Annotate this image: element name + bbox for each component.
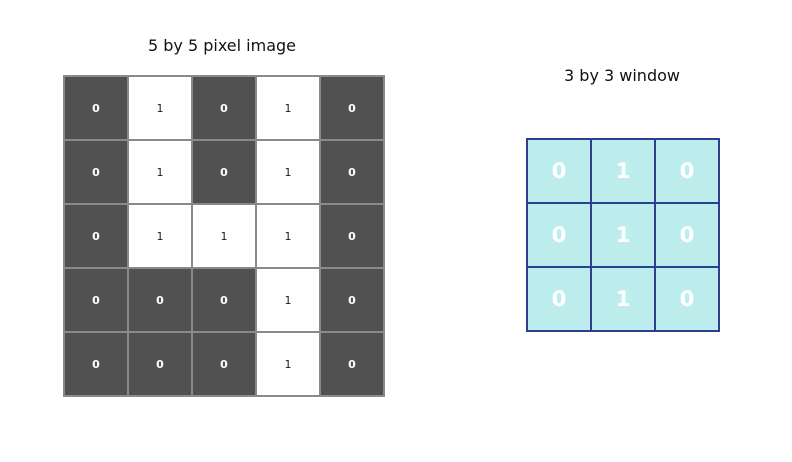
image-cell: 0: [192, 140, 256, 204]
image-cell: 0: [320, 140, 384, 204]
window-cell: 0: [527, 203, 591, 267]
window-cell: 0: [655, 139, 719, 203]
window-title: 3 by 3 window: [564, 66, 680, 85]
image-cell: 0: [192, 332, 256, 396]
window-cell: 0: [655, 267, 719, 331]
image-cell: 1: [256, 204, 320, 268]
image-cell: 0: [64, 332, 128, 396]
image-cell: 0: [64, 76, 128, 140]
image-cell: 1: [256, 268, 320, 332]
image-cell: 0: [320, 332, 384, 396]
image-cell: 0: [192, 76, 256, 140]
image-cell: 0: [320, 76, 384, 140]
image-cell: 0: [320, 204, 384, 268]
image-cell: 0: [128, 268, 192, 332]
image-cell: 1: [192, 204, 256, 268]
image-cell: 1: [128, 76, 192, 140]
image-title: 5 by 5 pixel image: [147, 36, 297, 55]
image-cell: 0: [192, 268, 256, 332]
window-cell: 1: [591, 267, 655, 331]
image-cell: 1: [256, 140, 320, 204]
image-cell: 0: [320, 268, 384, 332]
image-cell: 0: [64, 140, 128, 204]
image-cell: 0: [64, 268, 128, 332]
window-cell: 1: [591, 139, 655, 203]
window-cell: 0: [527, 139, 591, 203]
window-cell: 0: [527, 267, 591, 331]
image-cell: 1: [128, 140, 192, 204]
image-cell: 0: [128, 332, 192, 396]
window-cell: 1: [591, 203, 655, 267]
image-cell: 1: [256, 332, 320, 396]
window-cell: 0: [655, 203, 719, 267]
image-cell: 1: [256, 76, 320, 140]
image-cell: 0: [64, 204, 128, 268]
image-cell: 1: [128, 204, 192, 268]
